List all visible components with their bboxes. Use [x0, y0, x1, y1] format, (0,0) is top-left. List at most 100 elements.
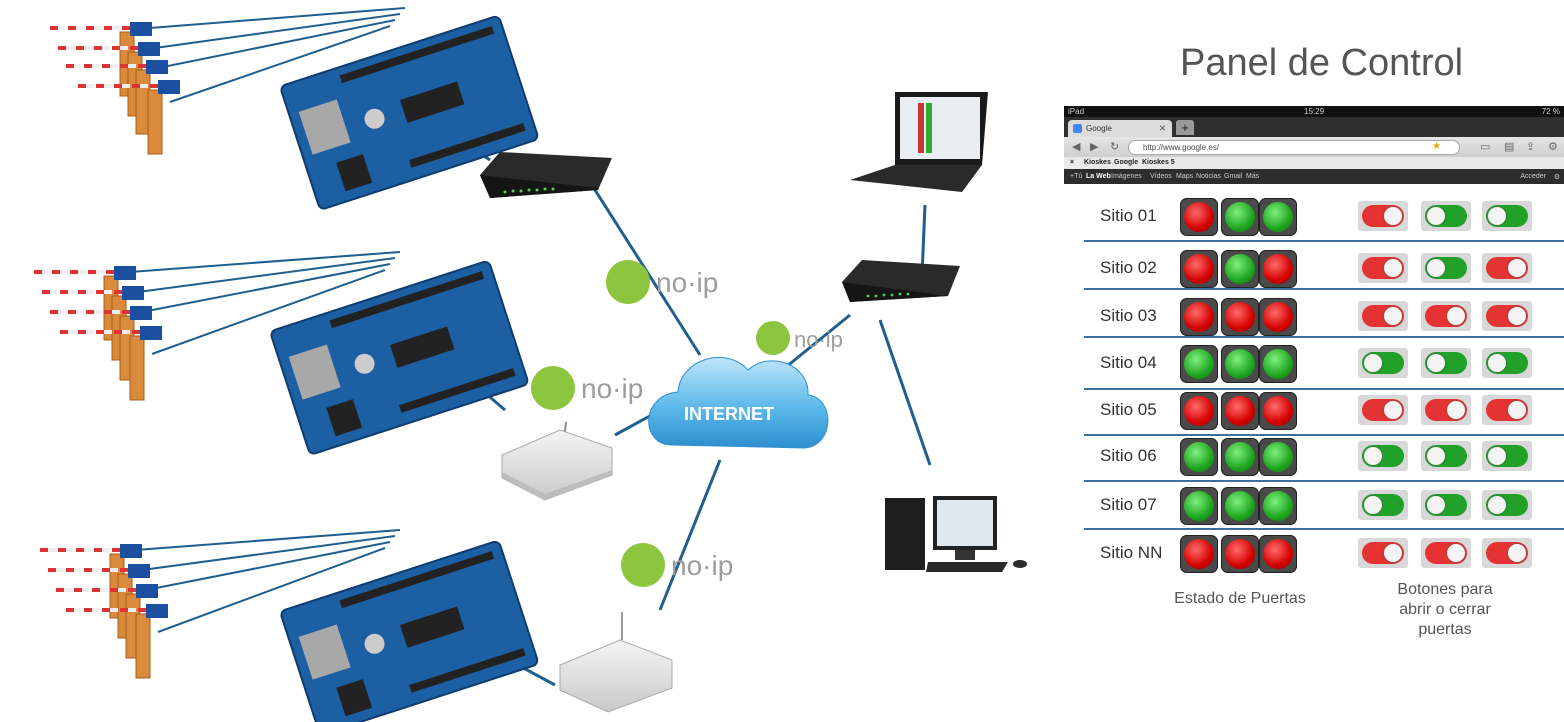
buttons-caption-line: Botones para — [1397, 581, 1493, 598]
toggle-knob — [1384, 401, 1402, 419]
door-status-light — [1221, 392, 1259, 430]
noip-logo-4: no·ip — [621, 543, 733, 587]
toggle-knob — [1427, 447, 1445, 465]
door-toggle-button[interactable] — [1358, 348, 1408, 378]
door-toggle-button[interactable] — [1482, 253, 1532, 283]
bookmark-star-icon[interactable]: ★ — [1432, 141, 1441, 152]
door-toggle-button[interactable] — [1421, 301, 1471, 331]
door-status-light — [1221, 250, 1259, 288]
browser-toolbar: ◀ ▶ ↻ http://www.google.es/ ★ ▭ ▤ ⇪ ⚙ — [1064, 137, 1564, 157]
google-link[interactable]: Maps — [1176, 173, 1194, 180]
door-status-light — [1180, 487, 1218, 525]
google-link[interactable]: Vídeos — [1150, 173, 1172, 180]
google-link[interactable]: Más — [1246, 173, 1260, 180]
door-toggle-button[interactable] — [1421, 201, 1471, 231]
url-text: http://www.google.es/ — [1143, 143, 1220, 152]
status-bulb-green — [1225, 202, 1255, 232]
google-link[interactable]: La Web — [1086, 173, 1111, 180]
reading-list-icon[interactable]: ▭ — [1480, 141, 1491, 153]
reload-icon[interactable]: ↻ — [1110, 141, 1120, 153]
door-toggle-button[interactable] — [1421, 490, 1471, 520]
door-status-light — [1221, 298, 1259, 336]
toggle-track-green — [1425, 494, 1467, 516]
noip-logo-3: no·ip — [756, 321, 843, 355]
toggle-knob — [1384, 544, 1402, 562]
site-label: Sitio 01 — [1100, 206, 1157, 225]
google-link[interactable]: Gmail — [1224, 173, 1243, 180]
door-status-light — [1221, 345, 1259, 383]
noip-text-4: no·ip — [671, 550, 733, 581]
settings-wrench-icon[interactable]: ⚙ — [1548, 141, 1558, 153]
bookmark-close-icon[interactable]: × — [1070, 159, 1075, 166]
door-toggle-button[interactable] — [1358, 301, 1408, 331]
door-status-caption: Estado de Puertas — [1174, 590, 1306, 607]
door-toggle-button[interactable] — [1358, 538, 1408, 568]
door-toggle-button[interactable] — [1421, 253, 1471, 283]
status-bulb-red — [1225, 396, 1255, 426]
door-toggle-button[interactable] — [1482, 395, 1532, 425]
google-favicon-icon — [1073, 124, 1082, 133]
forward-icon[interactable]: ▶ — [1090, 141, 1099, 153]
status-bulb-red — [1263, 539, 1293, 569]
address-bar[interactable]: http://www.google.es/ ★ — [1128, 140, 1460, 155]
bookmark-item[interactable]: Kioskes — [1084, 159, 1111, 166]
google-link[interactable]: +Tú — [1070, 173, 1083, 180]
back-icon[interactable]: ◀ — [1072, 141, 1081, 153]
toggle-knob — [1488, 447, 1506, 465]
door-toggle-button[interactable] — [1358, 395, 1408, 425]
desktop-computer-icon — [885, 496, 1027, 572]
share-icon[interactable]: ⇪ — [1526, 141, 1536, 153]
status-bulb-green — [1263, 349, 1293, 379]
door-toggle-button[interactable] — [1358, 441, 1408, 471]
door-toggle-button[interactable] — [1482, 301, 1532, 331]
site-label: Sitio 07 — [1100, 495, 1157, 514]
door-toggle-button[interactable] — [1482, 348, 1532, 378]
status-bulb-red — [1184, 302, 1214, 332]
row-divider — [1084, 528, 1564, 530]
gear-icon[interactable]: ⚙ — [1553, 174, 1560, 181]
browser-tab[interactable]: Google × — [1068, 120, 1172, 137]
door-toggle-button[interactable] — [1358, 490, 1408, 520]
door-toggle-button[interactable] — [1482, 201, 1532, 231]
site-label: Sitio 05 — [1100, 400, 1157, 419]
door-status-light — [1221, 438, 1259, 476]
bookmark-item[interactable]: Kioskes 5 — [1142, 159, 1175, 166]
door-toggle-button[interactable] — [1421, 441, 1471, 471]
toggle-track-red — [1425, 305, 1467, 327]
toggle-track-green — [1425, 257, 1467, 279]
door-toggle-button[interactable] — [1482, 490, 1532, 520]
buttons-caption: Botones para abrir o cerrar puertas — [1370, 580, 1520, 640]
toggle-track-red — [1486, 399, 1528, 421]
door-status-light — [1259, 487, 1297, 525]
bookmark-item[interactable]: Google — [1114, 159, 1139, 166]
status-bulb-red — [1225, 302, 1255, 332]
door-toggle-button[interactable] — [1421, 348, 1471, 378]
new-tab-button[interactable]: + — [1176, 120, 1194, 135]
toggle-knob — [1384, 307, 1402, 325]
row-divider — [1084, 388, 1564, 390]
close-tab-icon[interactable]: × — [1158, 121, 1166, 135]
arduino-board-3 — [280, 540, 539, 722]
door-toggle-button[interactable] — [1358, 201, 1408, 231]
buttons-caption-line: puertas — [1418, 621, 1472, 638]
toggle-knob — [1508, 544, 1526, 562]
bookmarks-bar: × Kioskes Google Kioskes 5 — [1064, 157, 1564, 169]
door-toggle-button[interactable] — [1482, 441, 1532, 471]
door-toggle-button[interactable] — [1421, 395, 1471, 425]
toggle-track-red — [1486, 542, 1528, 564]
status-bulb-green — [1263, 202, 1293, 232]
door-toggle-button[interactable] — [1482, 538, 1532, 568]
google-bar: +Tú La Web Imágenes Vídeos Maps Noticias… — [1064, 169, 1564, 184]
status-bulb-green — [1263, 442, 1293, 472]
noip-text-3: no·ip — [794, 327, 843, 352]
google-link[interactable]: Imágenes — [1111, 173, 1142, 180]
bookmarks-icon[interactable]: ▤ — [1504, 141, 1515, 153]
door-toggle-button[interactable] — [1421, 538, 1471, 568]
door-status-light — [1221, 198, 1259, 236]
signin-link[interactable]: Acceder — [1520, 173, 1546, 180]
arduino-board-2 — [270, 260, 529, 455]
door-status-light — [1221, 535, 1259, 573]
door-toggle-button[interactable] — [1358, 253, 1408, 283]
router-site-2 — [501, 421, 613, 501]
google-link[interactable]: Noticias — [1196, 173, 1221, 180]
